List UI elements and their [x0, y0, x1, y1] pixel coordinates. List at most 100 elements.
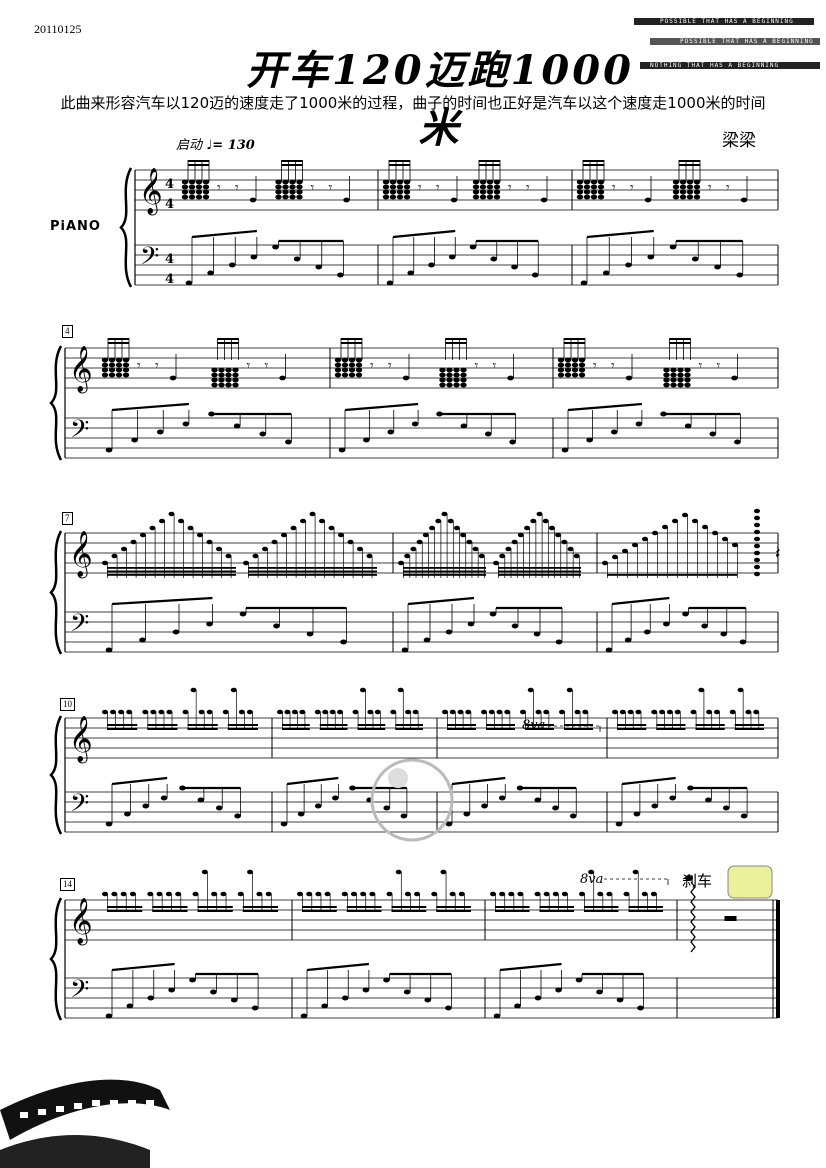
note-head: [460, 367, 467, 373]
note-head: [511, 623, 519, 629]
note-head: [569, 813, 577, 819]
rest: 𝄾: [370, 358, 374, 374]
note-head: [322, 709, 329, 715]
rest: 𝄾: [526, 180, 530, 196]
note-head: [299, 709, 306, 715]
note-head: [511, 539, 518, 545]
beam: [656, 728, 686, 730]
note-head: [686, 194, 694, 200]
note-head: [206, 621, 213, 627]
note-head: [677, 372, 684, 378]
beam: [567, 402, 642, 412]
note-head: [321, 1003, 328, 1009]
beam: [108, 342, 129, 344]
note-head: [505, 546, 512, 552]
note-head: [440, 869, 447, 875]
note-head: [578, 367, 586, 373]
note-head: [147, 995, 155, 1001]
note-head: [225, 553, 232, 559]
rest: 𝄾: [235, 180, 239, 196]
note-head: [218, 367, 225, 373]
note-head: [122, 367, 130, 373]
note-head: [672, 184, 680, 190]
note-head: [314, 709, 321, 715]
note-head: [396, 189, 404, 195]
beam: [152, 906, 188, 908]
rest: 𝄾: [611, 358, 615, 374]
note-head: [557, 367, 565, 373]
note-head: [202, 194, 210, 200]
banner-text-3: NOTHING THAT HAS A BEGINNING: [650, 62, 780, 69]
note-head: [663, 372, 670, 378]
note-head: [382, 189, 390, 195]
note-head: [679, 189, 687, 195]
note-head: [275, 194, 282, 200]
note-head: [105, 647, 113, 653]
instrument-label: PiANO: [50, 219, 101, 234]
film-strip-hole: [110, 1100, 118, 1106]
note-head: [181, 194, 189, 200]
note-head: [272, 244, 279, 250]
note-head: [251, 1005, 259, 1011]
note-head: [571, 367, 579, 373]
beam: [564, 728, 593, 730]
note-head: [672, 194, 680, 200]
note-head: [616, 997, 624, 1003]
note-head: [192, 891, 199, 897]
note-head: [111, 891, 118, 897]
note-head: [273, 623, 280, 629]
note-head: [403, 194, 411, 200]
note-head: [693, 179, 701, 185]
brace: [49, 530, 63, 655]
note-head: [139, 637, 146, 643]
note-head: [540, 197, 548, 203]
note-head: [108, 357, 116, 363]
note-head: [290, 525, 297, 531]
note-head: [612, 554, 618, 560]
note-head: [533, 631, 541, 637]
note-head: [401, 647, 409, 653]
note-head: [218, 377, 225, 383]
note-head: [355, 372, 363, 378]
note-head: [246, 709, 253, 715]
note-head: [561, 447, 569, 453]
beam: [403, 574, 486, 576]
beam: [617, 724, 647, 726]
note-head: [534, 797, 542, 803]
note-head: [126, 1003, 134, 1009]
note-head: [108, 372, 116, 378]
beam: [302, 906, 337, 908]
note-head: [201, 869, 208, 875]
note-head: [197, 797, 205, 803]
note-head: [596, 989, 603, 995]
beam: [242, 910, 278, 912]
beam: [669, 338, 691, 340]
beam: [306, 962, 369, 972]
note-head: [644, 197, 652, 203]
beam: [734, 728, 764, 730]
note-head: [486, 179, 494, 185]
beam: [197, 910, 233, 912]
note-head: [571, 357, 579, 363]
note-head: [122, 357, 130, 363]
note-head: [605, 647, 613, 653]
note-head: [439, 377, 446, 383]
note-head: [402, 375, 410, 381]
beam: [495, 906, 530, 908]
beam: [188, 160, 209, 162]
note-head: [156, 429, 164, 435]
note-head: [118, 709, 125, 715]
beam: [403, 570, 486, 573]
note-head: [374, 709, 381, 715]
note-head: [446, 382, 453, 388]
note-head: [355, 362, 363, 368]
composer: 梁梁: [722, 131, 756, 151]
note-head: [350, 891, 357, 897]
note-head: [754, 522, 760, 528]
note-head: [382, 194, 390, 200]
note-head: [535, 709, 542, 715]
note-head: [102, 560, 108, 566]
final-barline: [776, 900, 780, 1018]
note-head: [348, 362, 356, 368]
note-head: [435, 518, 442, 524]
